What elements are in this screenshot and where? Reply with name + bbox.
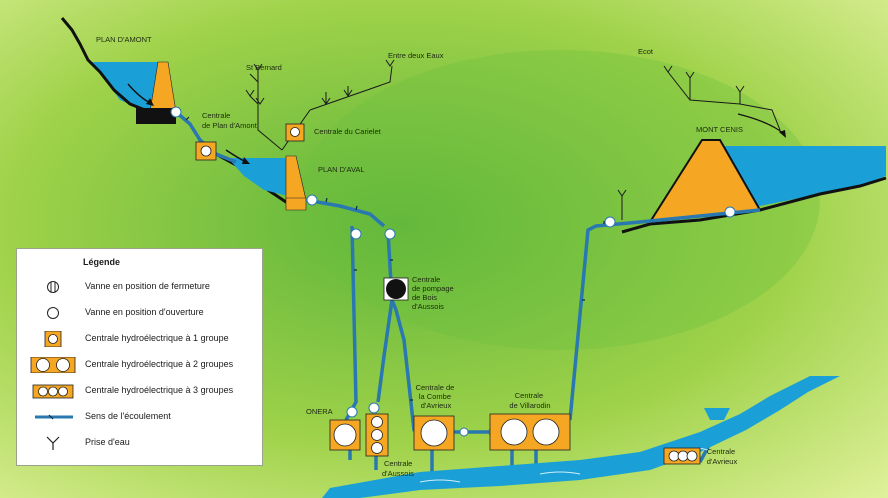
label-entre-deux-eaux: Entre deux Eaux — [388, 51, 444, 60]
reservoir-plan-aval-water — [228, 158, 288, 196]
label-pompage-1: Centrale — [412, 275, 440, 284]
plant-2-groups-icon — [30, 357, 76, 373]
label-avrieux-1: Centrale — [707, 447, 735, 456]
legend-item-vanne-ouverte: Vanne en position d'ouverture — [17, 303, 262, 323]
label-combe-2: la Combe — [419, 392, 451, 401]
label-centrale-carielet: Centrale du Carielet — [314, 127, 382, 136]
label-centrale-combe: Centrale de la Combe d'Avrieux — [416, 383, 457, 410]
legend-item-vanne-fermee: Vanne en position de fermeture — [17, 277, 262, 297]
valve-mont-cenis — [724, 206, 736, 218]
valve-closed-icon — [47, 281, 59, 293]
plant-combe-avrieux — [413, 415, 455, 451]
label-villarodin-2: de Villarodin — [509, 401, 550, 410]
flow-arrowhead-amont — [146, 98, 154, 106]
label-pompage-3: de Bois — [412, 293, 437, 302]
label-plan-amont: PLAN D'AMONT — [96, 35, 152, 44]
valves — [170, 106, 736, 437]
legend-label: Centrale hydroélectrique à 3 groupes — [85, 385, 234, 395]
label-avrieux-2: d'Avrieux — [707, 457, 738, 466]
legend-item-centrale-3: Centrale hydroélectrique à 3 groupes — [17, 381, 262, 401]
water-intake-network — [249, 65, 781, 220]
plant-pumping-bois-aussois — [383, 277, 409, 301]
legend-label: Centrale hydroélectrique à 2 groupes — [85, 359, 234, 369]
plant-base-plan-aval — [285, 197, 307, 211]
dam-mont-cenis — [650, 140, 760, 222]
legend-item-centrale-2: Centrale hydroélectrique à 2 groupes — [17, 355, 262, 375]
legend-label: Centrale hydroélectrique à 1 groupe — [85, 333, 229, 343]
valve-open-icon — [47, 307, 59, 319]
legend-panel: Légende Vanne en position de fermeture V… — [16, 248, 263, 466]
dam-mont-cenis-outline — [649, 139, 761, 223]
flow-arrowhead-mont-cenis — [779, 130, 786, 138]
label-centrale-pompage: Centrale de pompage de Bois d'Aussois — [412, 275, 456, 311]
label-aussois-1: Centrale — [384, 459, 412, 468]
label-centrale-plan-amont-1: Centrale — [202, 111, 230, 120]
label-centrale-aussois: Centrale d'Aussois — [382, 459, 414, 478]
legend-item-centrale-1: Centrale hydroélectrique à 1 groupe — [17, 329, 262, 349]
label-combe-1: Centrale de — [416, 383, 455, 392]
valve-combe — [459, 427, 469, 437]
label-ecot: Ecot — [638, 47, 654, 56]
legend-label: Sens de l'écoulement — [85, 411, 171, 421]
label-centrale-plan-amont: Centrale de Plan d'Amont — [202, 111, 258, 130]
valve-right — [384, 228, 396, 240]
label-combe-3: d'Avrieux — [421, 401, 452, 410]
flow-arrowhead-aval — [242, 157, 250, 164]
background-glow — [300, 50, 820, 350]
legend-label: Vanne en position d'ouverture — [85, 307, 204, 317]
label-st-bernard: St Bernard — [246, 63, 282, 72]
plant-aussois — [365, 413, 389, 457]
valve-plan-aval — [306, 194, 318, 206]
valve-aussois — [368, 402, 380, 414]
valve-left — [350, 228, 362, 240]
plant-3-groups-icon — [32, 384, 74, 399]
label-onera: ONERA — [306, 407, 333, 416]
valve-plan-amont — [170, 106, 182, 118]
river — [322, 376, 840, 498]
intake-avrieux-water — [704, 408, 730, 420]
plant-villarodin — [489, 413, 571, 451]
label-aussois-2: d'Aussois — [382, 469, 414, 478]
legend-item-prise-eau: Prise d'eau — [17, 433, 262, 453]
label-plan-aval: PLAN D'AVAL — [318, 165, 365, 174]
reservoir-mont-cenis-water — [718, 146, 886, 208]
water-intake-icon — [46, 436, 60, 450]
label-villarodin-1: Centrale — [515, 391, 543, 400]
label-centrale-villarodin: Centrale de Villarodin — [509, 391, 550, 410]
legend-label: Prise d'eau — [85, 437, 130, 447]
plant-plan-amont — [195, 141, 217, 161]
label-centrale-plan-amont-2: de Plan d'Amont — [202, 121, 258, 130]
legend-item-ecoulement: Sens de l'écoulement — [17, 407, 262, 427]
intake-symbols — [245, 59, 745, 197]
label-mont-cenis: MONT CENIS — [696, 125, 743, 134]
reservoir-plan-amont-water — [92, 62, 160, 112]
plant-onera — [329, 419, 361, 451]
flow-direction-icon — [35, 414, 73, 420]
legend-title: Légende — [83, 257, 121, 267]
plant-1-group-icon — [44, 331, 62, 347]
plant-carielet — [285, 123, 305, 142]
valve-onera — [346, 406, 358, 418]
plant-avrieux — [663, 447, 701, 465]
label-pompage-2: de pompage — [412, 284, 454, 293]
valve-mont-cenis-pipe — [604, 216, 616, 228]
label-centrale-avrieux: Centrale d'Avrieux — [707, 447, 738, 466]
legend-label: Vanne en position de fermeture — [85, 281, 210, 291]
label-pompage-4: d'Aussois — [412, 302, 444, 311]
